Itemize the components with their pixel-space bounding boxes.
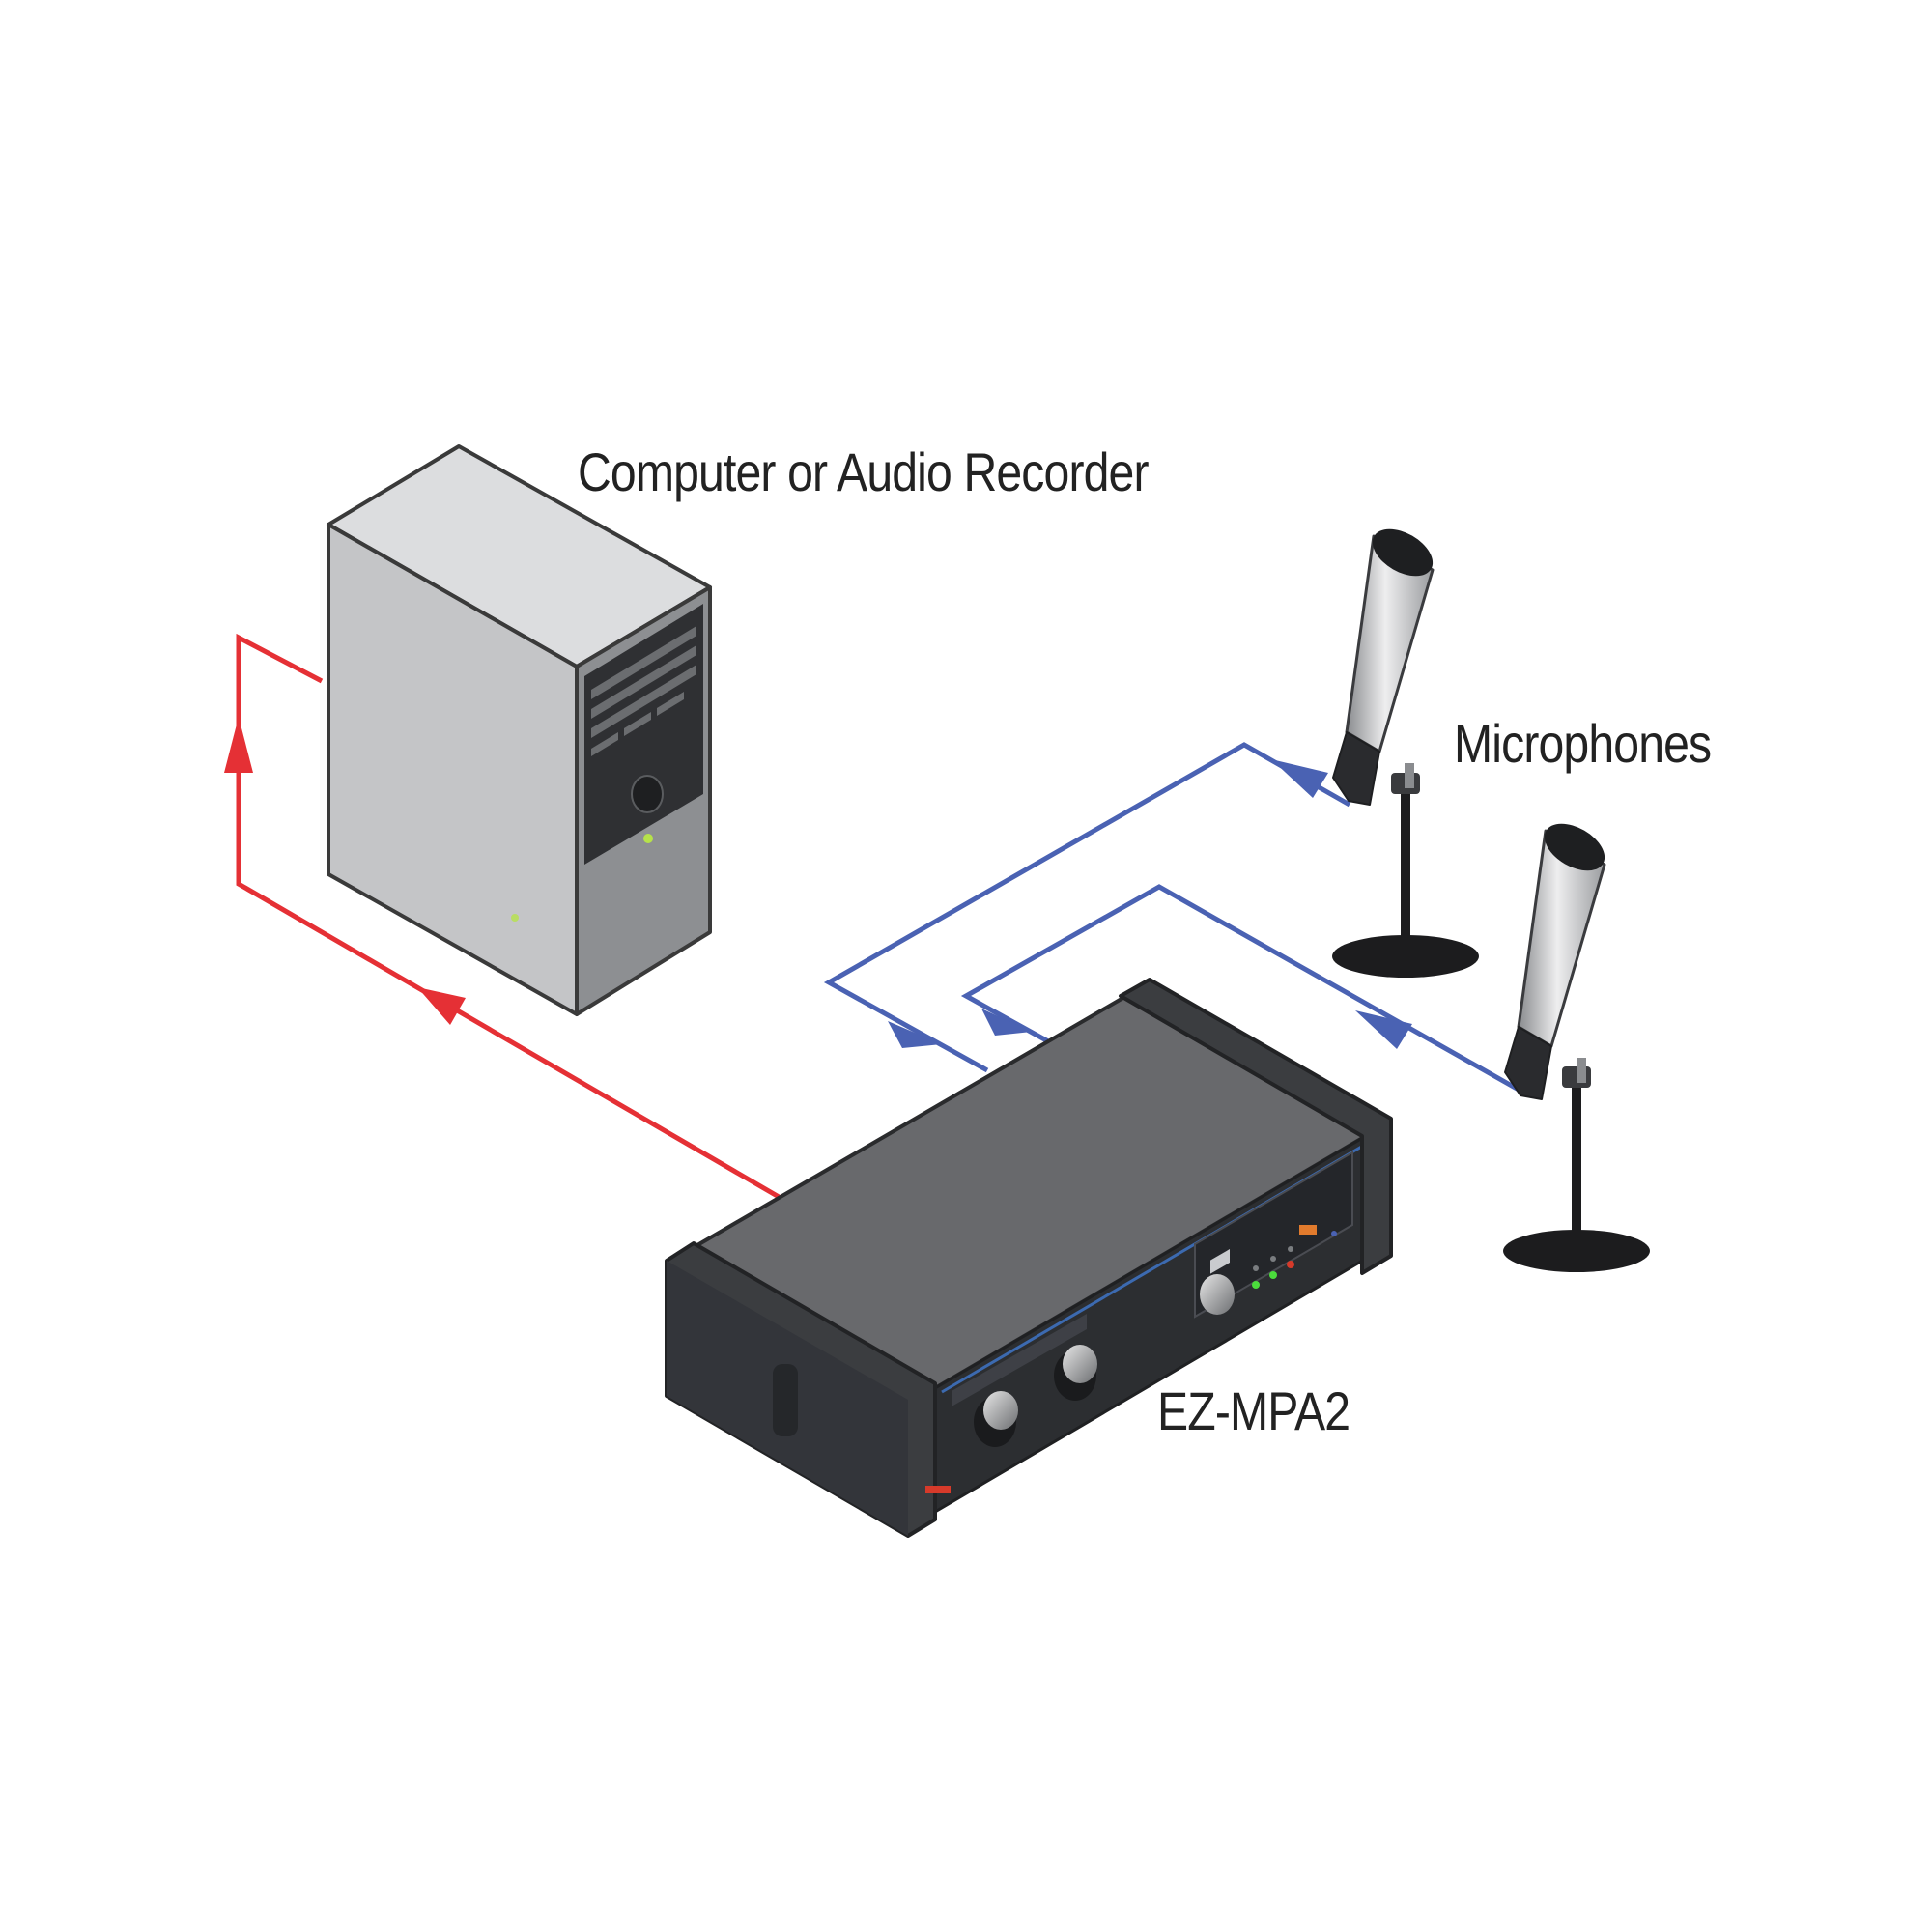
computer-tower-icon <box>327 444 712 1016</box>
input-arrow-mic-1 <box>1271 759 1328 798</box>
input-arrow-mic-2 <box>1355 1010 1412 1049</box>
microphone-icon <box>1503 823 1650 1272</box>
output-arrow-diagonal <box>417 987 466 1025</box>
mic-2-cable <box>960 884 1520 1093</box>
preamplifier-icon <box>665 978 1393 1538</box>
input-arrow-device-1 <box>888 1021 942 1048</box>
output-arrow-up <box>224 717 253 773</box>
input-arrow-device-2 <box>981 1009 1032 1036</box>
device-label: EZ-MPA2 <box>1157 1380 1350 1441</box>
microphones-label: Microphones <box>1454 713 1712 774</box>
microphone-icon <box>1332 528 1479 978</box>
computer-label: Computer or Audio Recorder <box>578 441 1150 502</box>
